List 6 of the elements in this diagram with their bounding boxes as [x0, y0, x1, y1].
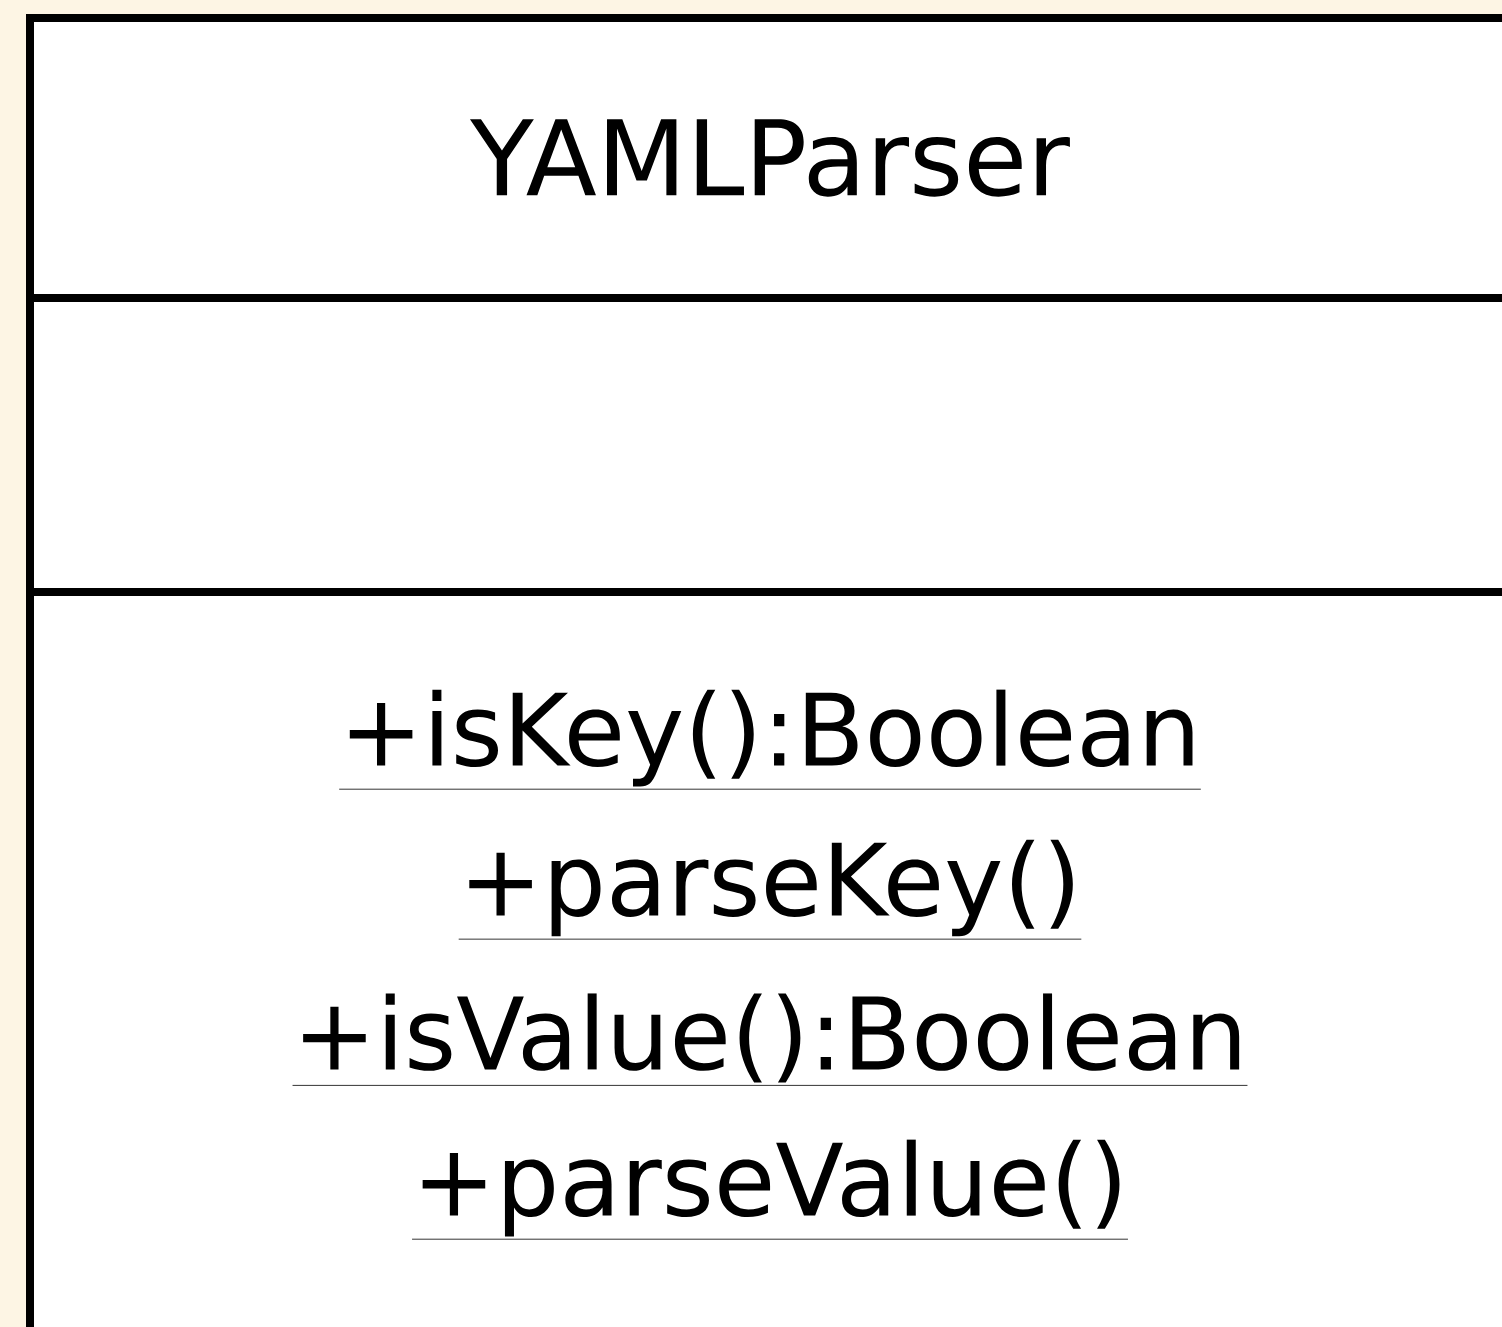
- method-text: +isKey():Boolean: [338, 689, 1202, 790]
- method-text: +isValue():Boolean: [292, 993, 1248, 1086]
- method-text: +parseValue(): [411, 1139, 1129, 1240]
- class-name: YAMLParser: [469, 119, 1070, 197]
- class-box: [26, 14, 1502, 1327]
- method-text: +parseKey(): [458, 839, 1082, 940]
